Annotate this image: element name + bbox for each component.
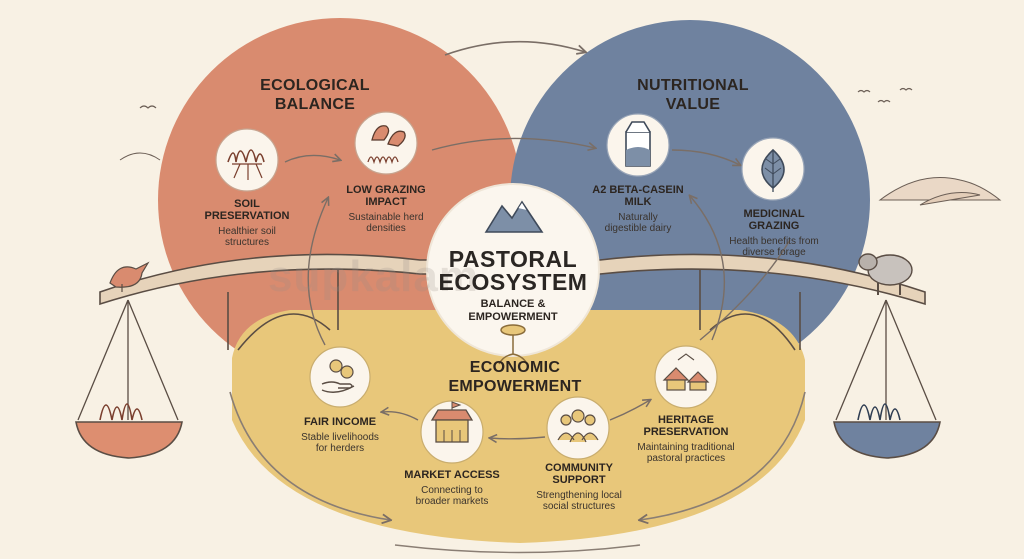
arrow-market-to-income (382, 412, 419, 421)
sheep-icon (858, 253, 913, 295)
center-title-line2: ECOSYSTEM (438, 269, 588, 295)
icon-disc-soil (215, 128, 279, 192)
economic-title: ECONOMIC EMPOWERMENT (430, 358, 600, 396)
item-description: Naturally digestible dairy (604, 212, 672, 234)
arrow-soil-to-grazing (284, 155, 340, 163)
item-fair-income: FAIR INCOME Stable livelihoods for herde… (290, 416, 390, 454)
item-description: Healthier soil structures (218, 226, 276, 248)
arrow-heritage-to-milk (690, 196, 726, 341)
item-label: HERITAGE PRESERVATION (643, 414, 729, 438)
item-description: Stable livelihoods for herders (301, 432, 379, 454)
icon-disc-low-grazing (354, 111, 418, 175)
item-description: Health benefits from diverse forage (729, 236, 819, 258)
item-community-support: COMMUNITY SUPPORT Strengthening local so… (524, 462, 634, 512)
center-title: PASTORAL ECOSYSTEM BALANCE & EMPOWERMENT (430, 248, 596, 324)
watermark: supkalam (268, 252, 479, 301)
flow-arrow-left (229, 391, 390, 520)
item-soil-preservation: SOIL PRESERVATION Healthier soil structu… (196, 198, 298, 248)
icon-disc-heritage (654, 345, 718, 409)
item-label: MEDICINAL GRAZING (743, 208, 805, 232)
flow-arrow-right (640, 391, 806, 520)
item-medicinal-grazing: MEDICINAL GRAZING Health benefits from d… (718, 208, 830, 258)
item-description: Maintaining traditional pastoral practic… (637, 442, 735, 464)
left-scale (75, 299, 183, 459)
arrow-milk-to-medicinal (671, 149, 740, 165)
icon-disc-community (546, 396, 610, 460)
center-subtitle-line2: EMPOWERMENT (468, 311, 558, 323)
hills-icon (119, 152, 1002, 206)
item-label: LOW GRAZING IMPACT (346, 184, 426, 208)
item-market-access: MARKET ACCESS Connecting to broader mark… (396, 469, 508, 507)
bird-flock-icon (139, 87, 913, 109)
bird-icon (109, 261, 150, 292)
arrow-medicinal-to-heritage (699, 239, 791, 341)
item-a2-milk: A2 BETA-CASEIN MILK Naturally digestible… (578, 184, 698, 234)
item-low-grazing-impact: LOW GRAZING IMPACT Sustainable herd dens… (330, 184, 442, 234)
item-description: Sustainable herd densities (348, 212, 424, 234)
arrow-grazing-to-milk (431, 137, 595, 150)
economic-title-line2: EMPOWERMENT (448, 378, 582, 395)
icon-disc-medicinal (741, 137, 805, 201)
economic-title-line1: ECONOMIC (469, 359, 561, 376)
right-scale (833, 299, 941, 459)
mountain-icon (484, 200, 544, 233)
center-subtitle-line1: BALANCE & (480, 298, 546, 310)
item-label: A2 BETA-CASEIN MILK (592, 184, 684, 208)
nutritional-title-line2: VALUE (665, 96, 721, 113)
icon-disc-fair-income (309, 346, 371, 408)
item-label: MARKET ACCESS (404, 469, 500, 481)
ecological-title-line1: ECOLOGICAL (260, 77, 370, 94)
arrow-community-to-market (490, 437, 546, 439)
ecological-title-line2: BALANCE (274, 96, 356, 113)
item-label: SOIL PRESERVATION (204, 198, 290, 222)
arrow-income-to-grazing (307, 198, 328, 346)
icon-disc-market-access (420, 400, 484, 464)
center-title-line1: PASTORAL (448, 246, 578, 272)
flow-arrow-top (444, 40, 585, 56)
center-disc (426, 183, 600, 357)
tree-roots-icon (498, 324, 528, 365)
item-label: FAIR INCOME (303, 416, 377, 428)
item-heritage-preservation: HERITAGE PRESERVATION Maintaining tradit… (622, 414, 750, 464)
arrow-community-to-heritage (609, 400, 650, 421)
icon-disc-a2-milk (606, 113, 670, 177)
item-label: COMMUNITY SUPPORT (545, 462, 613, 486)
ecological-title: ECOLOGICAL BALANCE (240, 76, 390, 114)
flow-arrow-bottom (394, 544, 641, 554)
item-description: Connecting to broader markets (415, 485, 489, 507)
nutritional-title-line1: NUTRITIONAL (637, 77, 749, 94)
item-description: Strengthening local social structures (536, 490, 622, 512)
nutritional-title: NUTRITIONAL VALUE (618, 76, 768, 114)
